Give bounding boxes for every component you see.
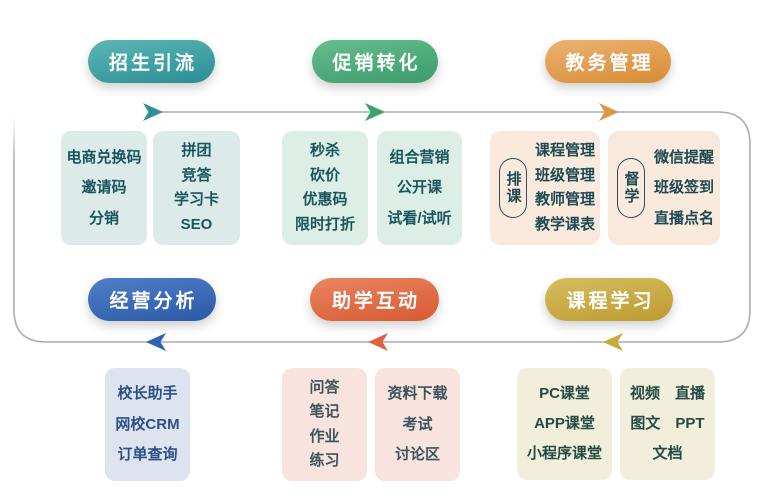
- card-admissions-codes: 电商兑换码邀请码分销: [61, 131, 147, 245]
- card-learning-content-types: 视频 直播图文 PPT 文档: [620, 368, 715, 480]
- card-item: 订单查询: [117, 445, 178, 463]
- card-admin-scheduling-items: 课程管理班级管理教师管理教学课表: [534, 137, 596, 239]
- arrow-right-green-icon: [365, 103, 385, 121]
- card-analytics-tools: 校长助手网校CRM 订单查询: [105, 368, 190, 481]
- card-item: 秒杀: [309, 142, 340, 160]
- pill-admissions-traffic: 招生引流: [88, 40, 215, 83]
- flow-line: [13, 111, 751, 343]
- card-admin-supervision-items: 微信提醒班级签到直播点名: [652, 137, 716, 239]
- card-item: 学习卡: [173, 191, 219, 209]
- card-item: 小程序课堂: [526, 445, 602, 462]
- card-item: 试看/试听: [387, 209, 452, 227]
- arrow-right-teal-icon: [143, 103, 163, 121]
- card-item: 公开课: [396, 179, 442, 196]
- card-item: 限时打折: [294, 215, 355, 233]
- card-item: 分销: [88, 209, 119, 227]
- card-promo-discounts: 秒杀砍价优惠码限时打折: [282, 131, 368, 245]
- card-item: 优惠码: [302, 191, 348, 209]
- supervision-tag: 督学: [617, 158, 645, 218]
- card-item: 教师管理: [534, 191, 595, 209]
- card-item: 作业: [309, 427, 340, 445]
- card-item: 讨论区: [394, 445, 440, 463]
- arrow-left-red-icon: [368, 333, 388, 351]
- pill-learning-interaction: 助学互动: [310, 278, 439, 321]
- arrow-right-orange-icon: [599, 103, 619, 121]
- card-item: 班级签到: [653, 179, 714, 196]
- card-interaction-resources: 资料下载考试讨论区: [375, 368, 460, 481]
- scheduling-tag: 排课: [499, 158, 527, 218]
- pill-course-learning: 课程学习: [545, 278, 673, 321]
- card-item: 笔记: [309, 403, 340, 421]
- card-item: APP课堂: [534, 415, 595, 432]
- card-item: 练习: [309, 451, 340, 469]
- card-item: 图文 PPT: [630, 415, 705, 432]
- card-item: 网校CRM: [115, 415, 180, 433]
- card-promo-marketing: 组合营销公开课试看/试听: [377, 131, 462, 245]
- card-item: 视频 直播: [629, 385, 705, 402]
- pill-academic-admin: 教务管理: [545, 40, 671, 83]
- card-item: 电商兑换码: [66, 148, 142, 166]
- card-admissions-growth: 拼团竞答学习卡 SEO: [153, 131, 240, 245]
- card-item: 资料下载: [387, 385, 448, 403]
- card-item: 邀请码: [81, 179, 127, 196]
- card-item: 竞答: [181, 166, 212, 184]
- card-item: 教学课表: [534, 215, 595, 233]
- card-item: 微信提醒: [653, 148, 714, 166]
- card-item: 砍价: [309, 166, 340, 184]
- card-item: 课程管理: [534, 142, 595, 160]
- card-item: 校长助手: [117, 385, 178, 403]
- card-admin-scheduling: 排课 课程管理班级管理教师管理教学课表: [490, 131, 600, 245]
- card-item: 班级管理: [534, 166, 595, 184]
- card-item: 直播点名: [653, 209, 714, 227]
- arrow-left-gold-icon: [603, 333, 623, 351]
- card-item: 拼团: [181, 142, 212, 160]
- card-admin-supervision: 督学 微信提醒班级签到直播点名: [608, 131, 720, 245]
- pill-promotion-conversion: 促销转化: [312, 40, 438, 83]
- arrow-left-blue-icon: [146, 333, 166, 351]
- card-item: 组合营销: [389, 148, 450, 166]
- card-learning-platforms: PC课堂 APP课堂小程序课堂: [517, 368, 612, 480]
- card-item: 问答: [309, 379, 340, 397]
- card-interaction-study: 问答笔记作业练习: [282, 368, 367, 481]
- card-item: PC课堂: [539, 385, 590, 402]
- card-item: 考试: [402, 415, 433, 433]
- card-item: 文档: [652, 445, 683, 462]
- pill-business-analytics: 经营分析: [88, 278, 216, 321]
- card-item: SEO: [180, 215, 213, 233]
